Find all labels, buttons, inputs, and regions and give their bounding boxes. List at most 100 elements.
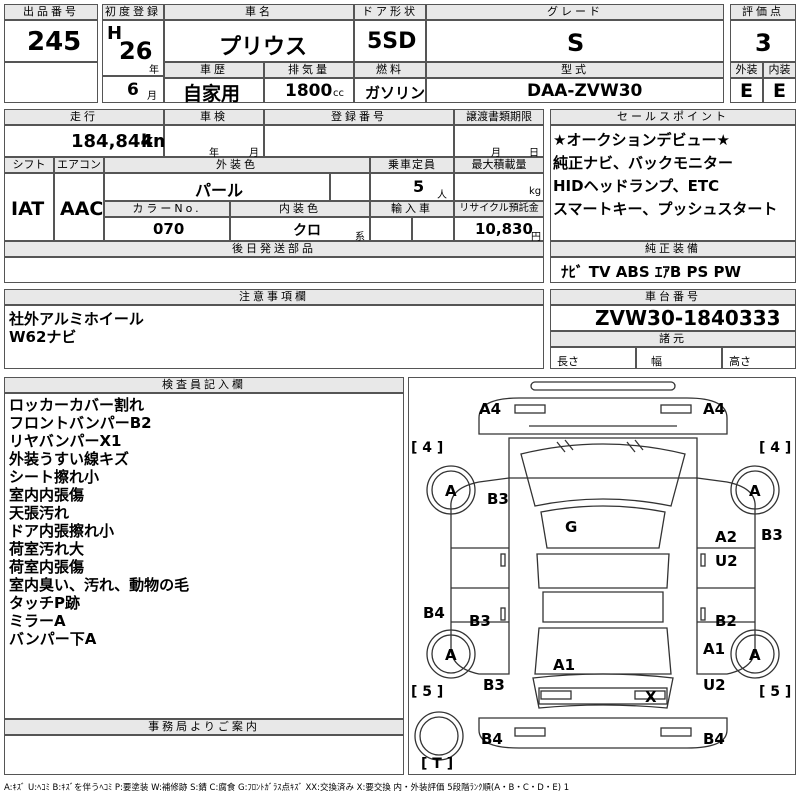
mark-rear-door-right: B2 — [715, 612, 737, 630]
notes-line: 社外アルミホイール — [9, 310, 144, 328]
year-unit: 年 — [149, 65, 159, 76]
inspector-cell: ロッカーカバー割れ フロントバンパーB2 リヤバンパーX1 外装うすい線キズ シ… — [4, 393, 404, 719]
transfer-month: 月 — [491, 148, 501, 159]
inspect-label: 車検 — [164, 109, 264, 125]
load-unit: kg — [529, 186, 542, 197]
mark-rear-fender-right-a: A1 — [703, 640, 726, 658]
equip-label: 純正装備 — [550, 241, 796, 257]
equip-cell: ﾅﾋﾞ TV ABS ｴｱB PS PW — [550, 257, 796, 283]
aircon: AAC — [60, 198, 104, 220]
model-cell: DAA-ZVW30 — [426, 78, 724, 103]
lot-cell: 245 — [4, 20, 98, 62]
history-label: 車歴 — [164, 62, 264, 78]
notes-lines: 社外アルミホイール W62ナビ — [9, 310, 144, 346]
inspector-line: 室内臭い、汚れ、動物の毛 — [9, 576, 190, 594]
tyre-front-left: [ 4 ] — [411, 440, 444, 456]
tyre-spare-value: T — [432, 756, 442, 772]
mark-front-wheel-left: A — [445, 482, 457, 500]
notes-label: 注意事項欄 — [4, 289, 544, 305]
mark-left-rocker: B4 — [423, 604, 445, 622]
history-cell: 自家用 — [164, 78, 264, 105]
color-blank — [330, 173, 370, 201]
import-label: 輸入車 — [370, 201, 454, 217]
load-label: 最大積載量 — [454, 157, 544, 173]
mark-rear-bumper-left: B4 — [481, 730, 503, 748]
mark-trunk: A1 — [553, 656, 576, 674]
later-parts-label: 後日発送部品 — [4, 241, 544, 257]
inspector-lines: ロッカーカバー割れ フロントバンパーB2 リヤバンパーX1 外装うすい線キズ シ… — [9, 396, 189, 648]
inspector-line: 荷室内張傷 — [9, 558, 85, 576]
sales-lines: ★オークションデビュー★ 純正ナビ、バックモニター HIDヘッドランプ、ETC … — [553, 129, 777, 221]
sales-line: 純正ナビ、バックモニター — [553, 154, 734, 172]
equipment: ﾅﾋﾞ TV ABS ｴｱB PS PW — [561, 263, 742, 281]
tyre-spare: [ T ] — [421, 756, 454, 772]
capacity-label: 乗車定員 — [370, 157, 454, 173]
reg-label: 登録番号 — [264, 109, 454, 125]
office-cell — [4, 735, 404, 775]
dims-label: 諸元 — [550, 331, 796, 347]
intcolor-cell: クロ 系 — [230, 217, 370, 243]
grade-cell: S — [426, 20, 724, 62]
first-reg-cell: H 26 年 — [102, 20, 164, 76]
mark-rear-bumper: X — [645, 688, 657, 706]
mark-front-fender-left: B3 — [487, 490, 509, 508]
mark-rear-door-left: B3 — [469, 612, 491, 630]
transfer-day: 日 — [529, 148, 539, 159]
mark-rear-wheel-left: A — [445, 646, 457, 664]
month-unit: 月 — [147, 91, 157, 102]
width-cell: 幅 — [636, 347, 722, 369]
mark-front-door-right-u: U2 — [715, 552, 738, 570]
ac-label: エアコン — [54, 157, 104, 173]
inspector-line: 天張汚れ — [9, 504, 70, 522]
reg-month: 6 — [127, 80, 139, 100]
fuel-label: 燃料 — [354, 62, 426, 78]
inspect-month: 月 — [249, 148, 259, 159]
inspector-line: ドア内張擦れ小 — [9, 522, 115, 540]
model: DAA-ZVW30 — [527, 81, 643, 101]
ext-grade: E — [740, 80, 753, 102]
length-label: 長さ — [557, 355, 579, 368]
score-label: 評価点 — [730, 4, 796, 20]
score-cell: 3 — [730, 20, 796, 62]
load-cell: kg — [454, 173, 544, 201]
height-label: 高さ — [729, 355, 751, 368]
capacity-cell: 5 人 — [370, 173, 454, 201]
fuel-cell: ガソリン — [354, 78, 426, 103]
color-number: 070 — [153, 220, 185, 238]
sales-line: ★オークションデビュー★ — [553, 131, 730, 149]
tyre-rear-right: [ 5 ] — [759, 684, 792, 700]
inspector-line: タッチP跡 — [9, 594, 80, 612]
recycle-label: リサイクル預託金 — [454, 201, 544, 217]
sales-label: セールスポイント — [550, 109, 796, 125]
transfer-cell: 月 日 — [454, 125, 544, 159]
length-cell: 長さ — [550, 347, 636, 369]
int-grade: E — [773, 80, 786, 102]
sales-line: HIDヘッドランプ、ETC — [553, 177, 720, 195]
mark-front-wheel-right: A — [749, 482, 761, 500]
displacement: 1800 — [285, 81, 333, 101]
inspector-line: フロントバンパーB2 — [9, 414, 152, 432]
color-label: 外装色 — [104, 157, 370, 173]
import-cell-a — [370, 217, 412, 241]
door-cell: 5SD — [354, 20, 426, 62]
intcolor-label: 内装色 — [230, 201, 370, 217]
transfer-label: 譲渡書類期限 — [454, 109, 544, 125]
exterior-color: パール — [195, 181, 244, 200]
shift: IAT — [11, 198, 45, 220]
int-cell: E — [763, 78, 796, 103]
score: 3 — [755, 29, 772, 57]
mark-front-door-right-a: A2 — [715, 528, 738, 546]
door-label: ドア形状 — [354, 4, 426, 20]
recycle-unit: 円 — [531, 232, 541, 243]
inspector-label: 検査員記入欄 — [4, 377, 404, 393]
disp-cell: 1800 cc — [264, 78, 354, 103]
mileage: 184,844 — [71, 131, 153, 152]
tyre-rear-right-value: 5 — [770, 684, 781, 700]
disp-label: 排気量 — [264, 62, 354, 78]
inspector-line: バンパー下A — [9, 630, 97, 648]
shift-label: シフト — [4, 157, 54, 173]
shift-cell: IAT — [4, 173, 54, 241]
ext-label: 外装 — [730, 62, 763, 78]
capacity-unit: 人 — [437, 190, 447, 201]
chassis-cell: ZVW30-1840333 — [550, 305, 796, 331]
